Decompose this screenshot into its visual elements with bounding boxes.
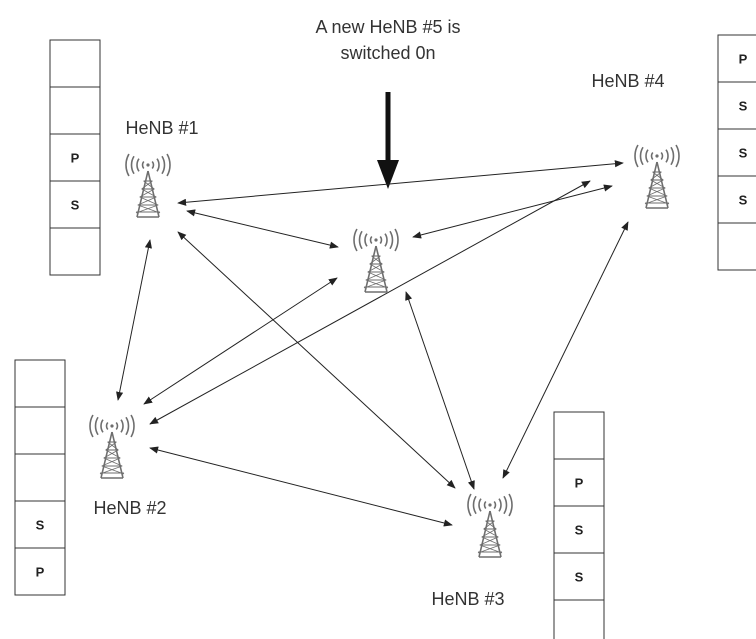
node-label-henb2: HeNB #2 [93, 498, 166, 518]
slot-cell [717, 34, 756, 83]
slot-label: S [739, 146, 748, 161]
slot-label: P [739, 52, 748, 67]
slot-table-henb3: P S S [553, 411, 605, 639]
down-arrow-icon [377, 92, 399, 189]
antenna-tower-icon [89, 414, 135, 479]
slot-label: S [739, 99, 748, 114]
slot-cell [49, 39, 101, 88]
node-label-henb1: HeNB #1 [125, 118, 198, 138]
slot-cell [553, 411, 605, 460]
node-label-henb3: HeNB #3 [431, 589, 504, 609]
slot-cell [717, 128, 756, 177]
link-henb1-henb3 [177, 231, 456, 489]
slot-cell [49, 86, 101, 135]
slot-label: S [739, 193, 748, 208]
slot-label: S [575, 523, 584, 538]
link-henb5-henb2 [143, 277, 338, 405]
link-henb1-henb2 [116, 239, 152, 401]
annotation-line-2: switched 0n [340, 43, 435, 63]
annotation-line-1: A new HeNB #5 is [315, 17, 460, 37]
slot-cell [717, 175, 756, 224]
slot-table-henb1: PS [49, 39, 101, 276]
slot-cell [14, 406, 66, 455]
link-henb1-henb4 [177, 160, 624, 206]
slot-table-henb2: SP [14, 359, 66, 596]
link-henb5-henb3 [405, 291, 475, 490]
slot-label: P [71, 151, 80, 166]
antenna-tower-icon [125, 153, 171, 218]
node-label-henb4: HeNB #4 [591, 71, 664, 91]
link-henb2-henb3 [149, 446, 453, 527]
slot-cell [49, 180, 101, 229]
slot-cell [14, 547, 66, 596]
slot-label: P [575, 476, 584, 491]
slot-cell [717, 81, 756, 130]
links-layer [116, 160, 629, 527]
slot-cell [553, 552, 605, 601]
antenna-tower-icon [467, 493, 513, 558]
slot-cell [14, 359, 66, 408]
slot-label: S [36, 518, 45, 533]
slot-cell [14, 500, 66, 549]
slot-table-henb4: P S S S [717, 34, 756, 271]
towers-layer [89, 144, 680, 558]
slot-cell [717, 222, 756, 271]
slot-cell [49, 227, 101, 276]
slot-cell [553, 599, 605, 639]
slot-label: S [71, 198, 80, 213]
link-henb1-henb5 [186, 209, 339, 249]
slot-label: P [36, 565, 45, 580]
link-henb5-henb4 [412, 184, 613, 239]
slot-cell [14, 453, 66, 502]
slot-label: S [575, 570, 584, 585]
antenna-tower-icon [353, 228, 399, 293]
antenna-tower-icon [634, 144, 680, 209]
link-henb4-henb3 [502, 221, 629, 479]
